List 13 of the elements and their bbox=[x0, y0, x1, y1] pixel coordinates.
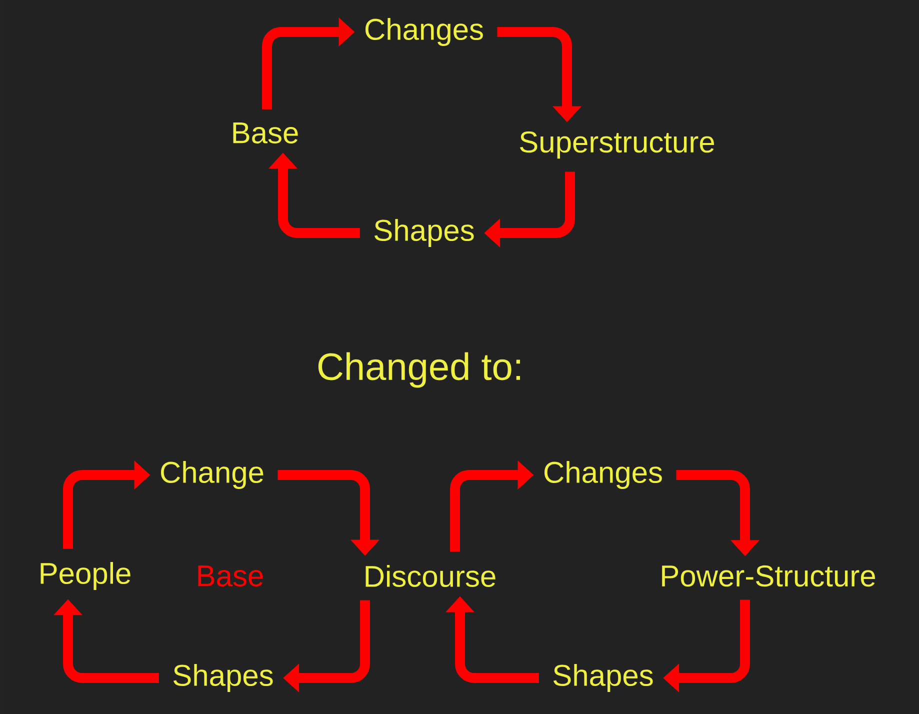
node-label: Power-Structure bbox=[662, 565, 876, 587]
node-label: Superstructure bbox=[520, 131, 714, 159]
node-label: Change bbox=[160, 461, 264, 489]
node-label: People bbox=[40, 562, 130, 590]
node-label: Shapes bbox=[554, 664, 653, 692]
node-label: Changes bbox=[544, 461, 662, 489]
node-label: Base bbox=[233, 122, 298, 144]
node-label: Discourse bbox=[366, 564, 496, 588]
node-label: Shapes bbox=[174, 664, 273, 692]
node-label: Changes bbox=[365, 18, 483, 46]
heading-text: Changed to: bbox=[318, 352, 520, 388]
base-label: Base bbox=[198, 566, 263, 586]
node-label: Shapes bbox=[374, 219, 474, 247]
